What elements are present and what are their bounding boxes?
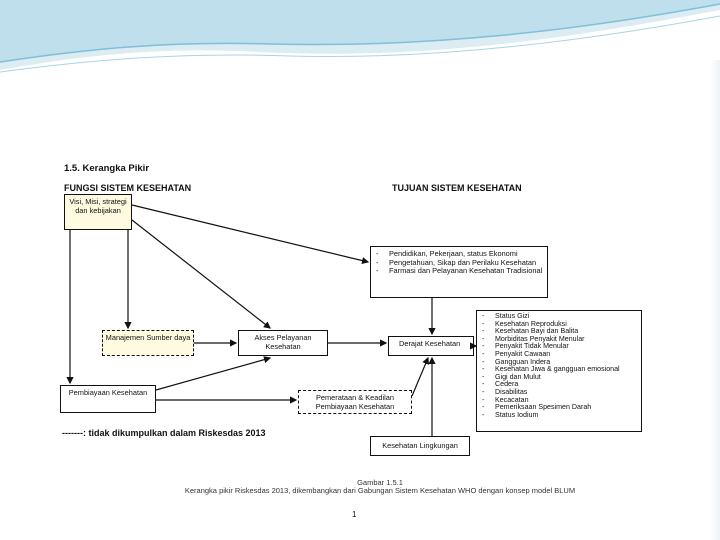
outcome-item: Penyakit Tidak Menular bbox=[479, 343, 637, 351]
arrow-visi-akses bbox=[131, 219, 271, 329]
outcome-item: Kecacatan bbox=[479, 396, 637, 405]
box-visi-misi: Visi, Misi, strategi dan kebijakan bbox=[64, 194, 132, 230]
figure-caption-number: Gambar 1.5.1 bbox=[357, 478, 403, 487]
outcome-item: Disabilitas bbox=[479, 388, 637, 397]
legend-note: -------: tidak dikumpulkan dalam Riskesd… bbox=[62, 428, 266, 438]
right-heading: TUJUAN SISTEM KESEHATAN bbox=[392, 183, 522, 193]
determinant-item: Farmasi dan Pelayanan Kesehatan Tradisio… bbox=[373, 267, 543, 276]
arrow-pemerataan-derajat bbox=[411, 356, 429, 397]
box-pemerataan-label: Pemerataan & Keadilan Pembiayaan Kesehat… bbox=[315, 393, 395, 411]
box-kesehatan-lingkungan: Kesehatan Lingkungan bbox=[370, 436, 470, 456]
outcome-item: Penyakit Cawaan bbox=[479, 350, 637, 359]
section-title: 1.5. Kerangka Pikir bbox=[64, 163, 150, 174]
box-pembiayaan-label: Pembiayaan Kesehatan bbox=[68, 388, 148, 397]
right-edge-strip bbox=[710, 60, 720, 540]
box-pembiayaan: Pembiayaan Kesehatan bbox=[60, 385, 156, 413]
box-derajat-kesehatan-label: Derajat Kesehatan bbox=[399, 339, 461, 348]
arrow-pembiayaan-akses bbox=[155, 356, 272, 391]
figure-caption-text: Kerangka pikir Riskesdas 2013, dikembang… bbox=[184, 486, 576, 495]
wave-header-decoration bbox=[0, 0, 720, 73]
outcome-item: Kesehatan Jiwa & gangguan emosional bbox=[479, 366, 637, 374]
box-manajemen-sdm-label: Manajemen Sumber daya bbox=[105, 333, 191, 342]
box-derajat-kesehatan: Derajat Kesehatan bbox=[388, 336, 474, 356]
outcomes-list: Status GiziKesehatan ReproduksiKesehatan… bbox=[479, 312, 637, 420]
outcome-item: Kesehatan Bayi dan Balita bbox=[479, 328, 637, 336]
determinants-list: Pendidikan, Pekerjaan, status EkonomiPen… bbox=[373, 249, 543, 276]
box-akses-pelayanan-label: Akses Pelayanan Kesehatan bbox=[254, 333, 312, 351]
arrow-visi-determinants bbox=[131, 204, 370, 265]
box-determinants: Pendidikan, Pekerjaan, status EkonomiPen… bbox=[370, 246, 548, 298]
outcome-item: Cedera bbox=[479, 381, 637, 389]
outcome-item: Status Iodium bbox=[479, 411, 637, 420]
box-outcomes: Status GiziKesehatan ReproduksiKesehatan… bbox=[476, 310, 642, 432]
outcome-item: Morbiditas Penyakit Menular bbox=[479, 335, 637, 344]
page-number: 1 bbox=[352, 510, 357, 519]
outcome-item: Gangguan Indera bbox=[479, 358, 637, 367]
box-akses-pelayanan: Akses Pelayanan Kesehatan bbox=[238, 330, 328, 356]
outcome-item: Status Gizi bbox=[479, 312, 637, 321]
outcome-item: Gigi dan Mulut bbox=[479, 373, 637, 382]
box-visi-misi-label: Visi, Misi, strategi dan kebijakan bbox=[69, 197, 127, 215]
outcome-item: Pemeriksaan Spesimen Darah bbox=[479, 404, 637, 412]
box-pemerataan: Pemerataan & Keadilan Pembiayaan Kesehat… bbox=[298, 390, 412, 414]
outcome-item: Kesehatan Reproduksi bbox=[479, 320, 637, 329]
box-manajemen-sdm: Manajemen Sumber daya bbox=[102, 330, 194, 356]
left-heading: FUNGSI SISTEM KESEHATAN bbox=[64, 183, 192, 193]
determinant-item: Pengetahuan, Sikap dan Perilaku Kesehata… bbox=[373, 258, 543, 268]
box-kesehatan-lingkungan-label: Kesehatan Lingkungan bbox=[382, 441, 458, 450]
determinant-item: Pendidikan, Pekerjaan, status Ekonomi bbox=[373, 249, 543, 259]
